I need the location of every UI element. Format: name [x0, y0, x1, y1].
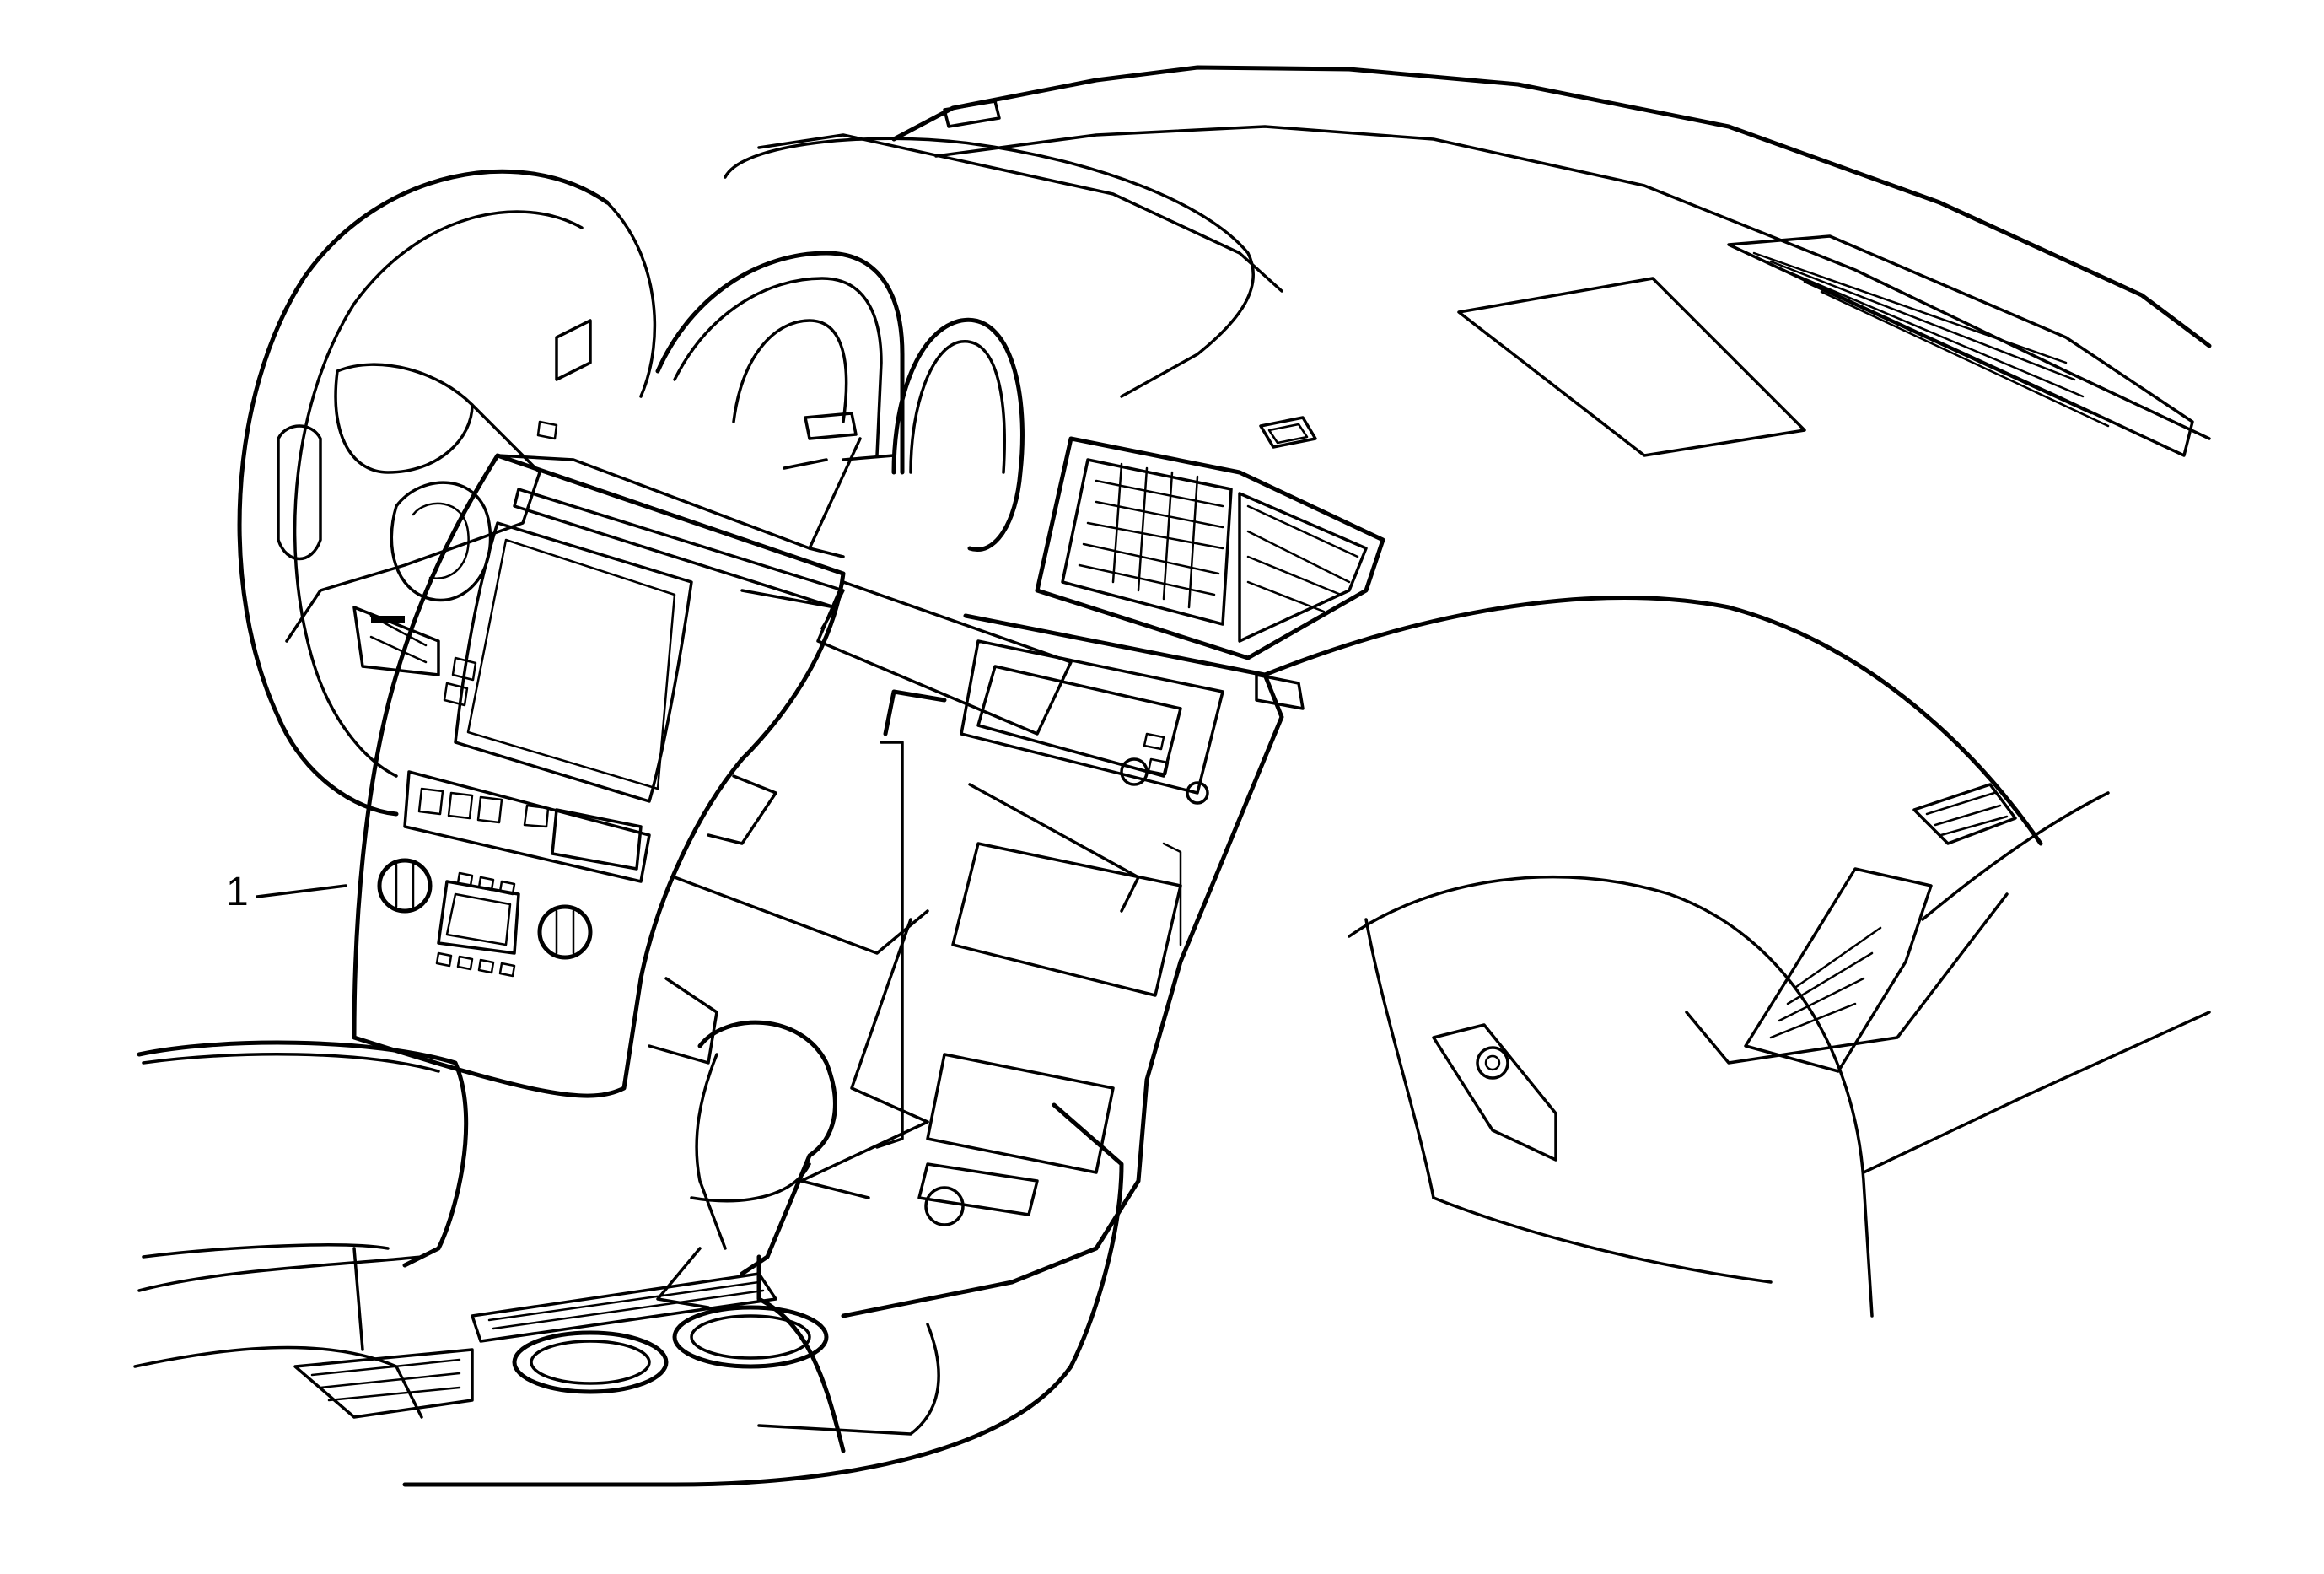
callout-1-label: 1 [226, 870, 249, 914]
dash-top-panel [1259, 277, 1806, 457]
passenger-dash [1262, 596, 2211, 1318]
center-stack-opening [841, 613, 1305, 1318]
instrument-panel-center-trim-plate [352, 420, 846, 1098]
steering-wheel [237, 169, 657, 817]
upper-dash-pad [724, 65, 2212, 440]
shift-lever [656, 1020, 837, 1309]
driver-seat [137, 1040, 469, 1351]
center-air-vents [1035, 436, 1385, 660]
center-console [133, 1102, 1124, 1487]
instrument-cluster [655, 251, 1025, 552]
callout-1-leader [256, 884, 347, 898]
defroster-vent [1727, 234, 2194, 457]
